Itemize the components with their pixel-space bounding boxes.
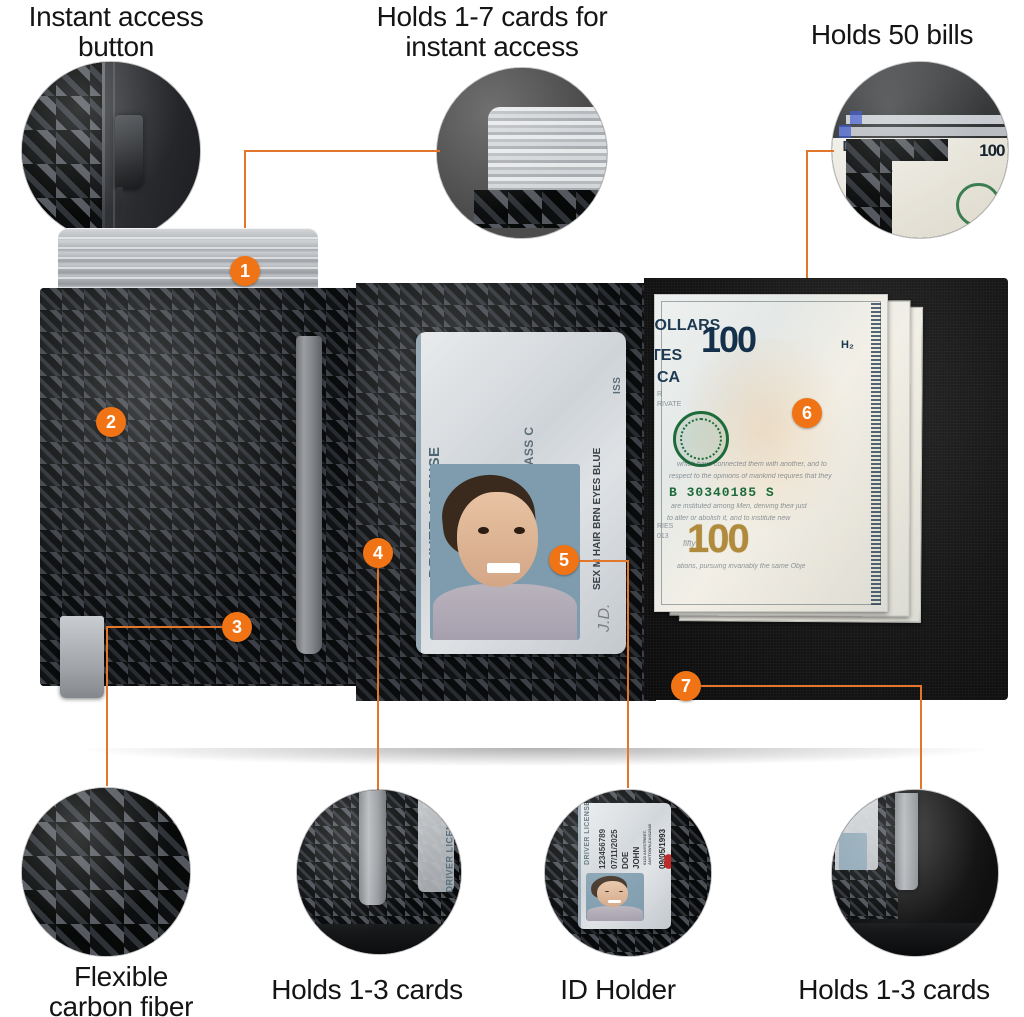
carbon-fiber-lip: [846, 139, 949, 161]
card-pull-tab-glyph: [359, 790, 386, 905]
bill-phrase-2: respect to the opinions of mankind requi…: [669, 473, 832, 480]
mini-license-title: DRIVER LICENSE: [584, 803, 592, 866]
license-peek-photo: [838, 833, 867, 870]
connector-line-7-v: [920, 685, 922, 789]
carbon-fiber-base: [474, 190, 607, 228]
callout-badge-1[interactable]: 1: [230, 256, 260, 286]
treasury-seal: [673, 411, 729, 467]
portrait-face: [430, 464, 580, 640]
caption-holds-1-3-cards-left: Holds 1-3 cards: [271, 974, 463, 1005]
bill-security-stripe: [871, 301, 881, 605]
bill-denomination-gold: 100: [687, 517, 750, 561]
wallet-shadow-base: [297, 924, 461, 954]
slot-card: [60, 616, 104, 698]
connector-line-3-h: [106, 626, 224, 628]
connector-line-1-v: [244, 150, 246, 270]
caption-holds-1-3-cards-right: Holds 1-3 cards: [798, 974, 990, 1005]
callout-badge-7[interactable]: 7: [671, 671, 701, 701]
bill-edge: [839, 127, 1008, 136]
bill-edge: [846, 114, 1008, 124]
bill-small-text-2: RIVATE: [657, 401, 682, 408]
mini-license-ln: DOE: [621, 851, 631, 870]
caption-holds-1-7-cards: Holds 1-7 cards for instant access: [376, 1, 608, 62]
caption-flexible-carbon-fiber: Flexible carbon fiber: [48, 961, 194, 1017]
driver-license-card: DRIVER LICENSE CLASS C ISS DL 123456789 …: [416, 332, 626, 654]
wallet-product-photo: cype DRIVER LICENSE CLASS C ISS DL 12345…: [40, 228, 1008, 766]
bill-word-dollars: DOLLARS: [654, 317, 721, 334]
mini-license-dl: 123456789: [598, 829, 608, 870]
fanned-card-stack: [488, 107, 607, 198]
bill-series-plate: H₂: [841, 339, 854, 351]
callout-badge-6[interactable]: 6: [792, 398, 822, 428]
bill-word-america: CA: [657, 369, 681, 386]
instant-access-button-glyph: [114, 115, 144, 191]
treasury-seal: [956, 182, 1001, 228]
detail-bubble-id-holder: DRIVER LICENSE 123456789 07/11/2025 DOE …: [545, 790, 711, 956]
bill-denomination-top: 100: [701, 319, 757, 360]
bill-security-mark: [849, 111, 862, 124]
callout-badge-4[interactable]: 4: [363, 538, 393, 568]
bill-front: 100 H₂ DOLLARS TES CA R RIVATE which hav…: [654, 294, 888, 612]
mini-license-fn: JOHN: [632, 847, 642, 870]
bill-phrase-4: to alter or abolish it, and to institute…: [667, 515, 791, 522]
callout-badge-3[interactable]: 3: [222, 612, 252, 642]
license-attributes: SEX M HAIR BRN EYES BLUE: [592, 447, 603, 590]
caption-holds-50-bills: Holds 50 bills: [810, 19, 974, 50]
detail-bubble-bills: DOLLARS TES CA 100: [832, 62, 1008, 238]
license-portrait-photo: [430, 464, 580, 640]
seam-line: [102, 62, 106, 240]
card-pull-tab: [296, 336, 322, 654]
connector-line-5-h: [563, 560, 629, 562]
bill-small-text-1: R: [657, 391, 663, 398]
carbon-fiber-texture: [22, 788, 190, 956]
bill-small-text-3: RIES: [657, 523, 674, 530]
license-edge-label: DRIVER LICENSE: [444, 809, 455, 893]
connector-line-5-v: [627, 560, 629, 788]
bill-phrase-5: ations, pursuing invariably the same Obj…: [677, 563, 806, 570]
mini-driver-license: DRIVER LICENSE 123456789 07/11/2025 DOE …: [578, 803, 672, 930]
highlight-line: [112, 62, 115, 240]
product-shadow: [86, 748, 986, 766]
license-card-edge: [418, 799, 455, 892]
callout-badge-2[interactable]: 2: [96, 407, 126, 437]
mini-donor-heart-icon: [665, 858, 672, 866]
connector-line-7-h: [700, 685, 922, 687]
bill-phrase-3: are instituted among Men, deriving their…: [671, 503, 807, 510]
mini-license-portrait: [586, 873, 645, 922]
detail-bubble-carbon-fiber: [22, 788, 190, 956]
connector-line-4-v: [377, 566, 379, 790]
detail-bubble-right-slot: 09/05/1993: [832, 790, 998, 956]
carbon-fiber-texture: [22, 62, 104, 240]
detail-bubble-instant-access-button: [22, 62, 200, 240]
mini-license-exp: 07/11/2025: [610, 829, 620, 870]
mini-license-address2: ANYTOWN,CA012345: [647, 824, 653, 866]
button-track: [116, 186, 124, 219]
bill-small-text-5: fifty: [683, 539, 696, 548]
connector-line-3-v: [106, 626, 108, 786]
bill-security-mark: [839, 125, 852, 138]
inserted-card: [895, 793, 919, 890]
caption-instant-access-button: Instant access button: [28, 1, 204, 62]
detail-bubble-card-stack: [437, 68, 607, 238]
brand-emboss: cype: [118, 676, 211, 686]
bill-phrase-1: which have connected them with another, …: [677, 461, 827, 468]
wallet-shadow-base: [832, 922, 998, 956]
license-peek-dob: 09/05/1993: [840, 790, 847, 807]
connector-line-6-h: [806, 150, 834, 152]
detail-bubble-pull-tab: DRIVER LICENSE: [297, 790, 461, 954]
callout-badge-5[interactable]: 5: [549, 545, 579, 575]
connector-line-1-h: [244, 150, 440, 152]
license-signature: J.D.: [596, 603, 613, 632]
bill-serial-number: B 30340185 S: [669, 485, 775, 500]
bill-word-states: TES: [654, 347, 683, 364]
bill-denomination: 100: [979, 141, 1005, 161]
license-iss: ISS: [612, 376, 623, 394]
caption-id-holder: ID Holder: [560, 974, 676, 1005]
license-accent-band: [416, 332, 421, 654]
bill-small-text-4: 013: [657, 533, 669, 540]
